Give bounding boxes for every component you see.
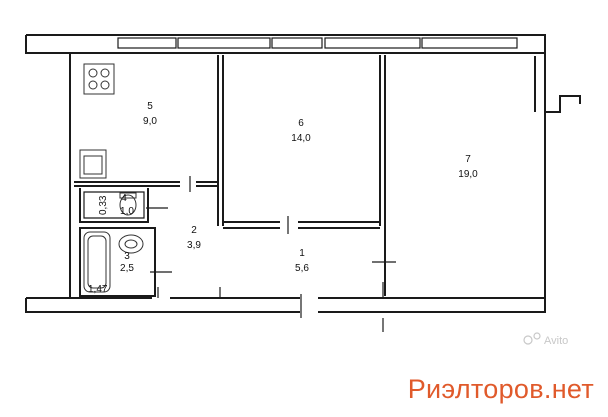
window xyxy=(177,37,271,49)
interior-walls xyxy=(74,55,396,332)
room-area: 19,0 xyxy=(458,169,478,180)
watermark-text: Avito xyxy=(544,335,568,347)
room-number: 5 xyxy=(147,101,153,112)
room-area: 5,6 xyxy=(295,263,309,274)
room-area: 9,0 xyxy=(143,116,157,127)
outer-walls xyxy=(25,34,581,313)
room-area: 2,5 xyxy=(120,263,134,274)
toilet-icon xyxy=(119,194,137,216)
window xyxy=(117,37,177,49)
closet-area-label: 0,33 xyxy=(98,195,109,215)
bathtub-area-label: 1,47 xyxy=(88,284,108,295)
kitchen-sink-icon xyxy=(79,149,107,179)
window xyxy=(421,37,518,49)
room-area: 1,0 xyxy=(120,206,134,217)
room-number: 2 xyxy=(191,225,197,236)
room-number: 7 xyxy=(465,154,471,165)
washbasin-icon xyxy=(118,234,144,254)
fixtures xyxy=(79,63,144,293)
bathtub-icon xyxy=(83,231,111,293)
room-number: 6 xyxy=(298,118,304,129)
room-number: 3 xyxy=(124,251,130,262)
stove-icon xyxy=(83,63,115,95)
room-number: 4 xyxy=(121,193,127,204)
window xyxy=(271,37,323,49)
brand-logo: Риэлторов.нет xyxy=(407,374,594,404)
room-number: 1 xyxy=(299,248,305,259)
window xyxy=(324,37,421,49)
avito-logo-icon xyxy=(523,335,533,345)
room-labels: 5 9,0 6 14,0 7 19,0 4 1,0 2 3,9 3 2,5 1 … xyxy=(88,101,478,295)
room-area: 3,9 xyxy=(187,240,201,251)
room-area: 14,0 xyxy=(291,133,311,144)
avito-watermark: Avito xyxy=(523,332,568,347)
